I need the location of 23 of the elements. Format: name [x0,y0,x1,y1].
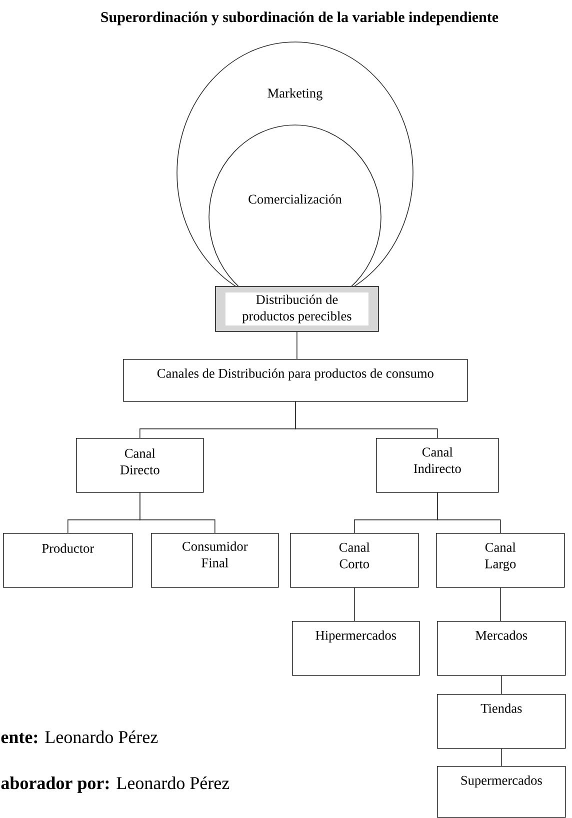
text-box: Canal Directo [76,438,204,493]
text-box: Canal Indirecto [376,438,499,493]
text-box: Consumidor Final [151,533,279,588]
text-box: Mercados [437,621,566,676]
connector-line [354,587,355,622]
framed-box: Distribución de productos perecibles [215,286,379,332]
text-box: Canal Corto [290,533,419,588]
source-note: aborador por: Leonardo Pérez [1,776,230,793]
text-box: Canal Largo [436,533,565,588]
text-box: Hipermercados [292,621,420,676]
connector-line [500,587,501,622]
source-note: ente: Leonardo Pérez [1,730,158,744]
connector-line [501,748,502,766]
connector-line [140,492,216,534]
connector-line [501,675,502,694]
text-box: Supermercados [437,766,566,818]
text-box: Canales de Distribución para productos de consumo [123,359,468,402]
title: Superordinación y subordinación de la variable independiente [101,12,498,26]
text-box: Productor [3,533,133,588]
text-box: Tiendas [437,694,566,749]
connector-line [437,492,501,534]
connector-line [295,401,438,438]
connector-line [296,332,298,360]
